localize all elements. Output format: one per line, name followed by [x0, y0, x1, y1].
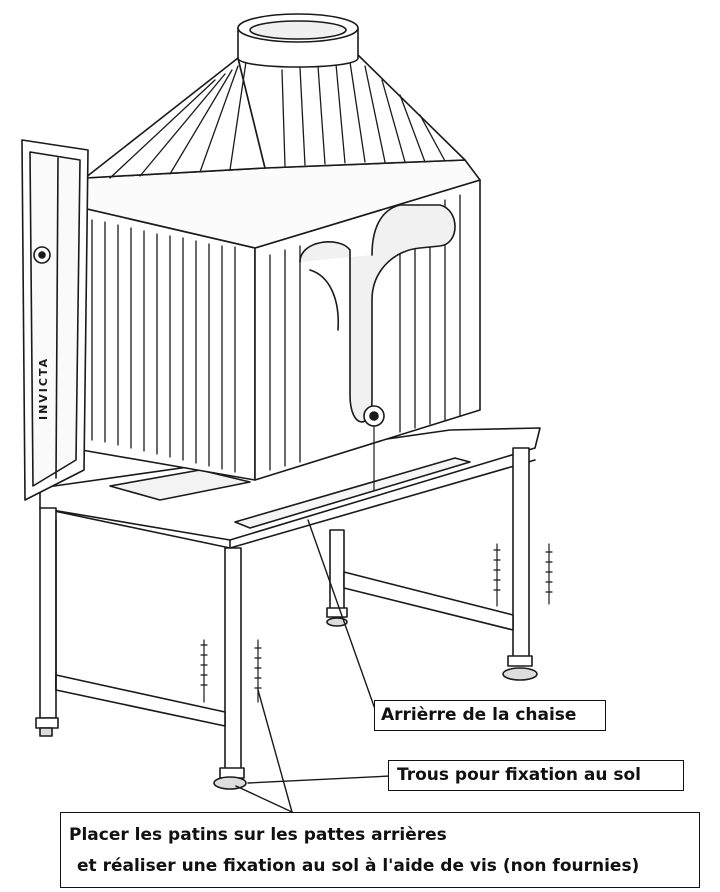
ribs-left — [91, 219, 236, 473]
door-frame: INVICTA — [21, 139, 89, 501]
fireplace-body — [69, 159, 481, 491]
callout-instructions: Placer les patins sur les pattes arrière… — [60, 812, 700, 888]
body-left-side — [69, 204, 256, 481]
floor-pad-front — [213, 776, 247, 790]
floor-pad-back — [502, 667, 538, 681]
damper-knob — [363, 405, 385, 427]
stand-platform-opening — [109, 469, 251, 501]
leg-back-middle — [329, 529, 345, 611]
flue-collar — [237, 13, 359, 68]
leg-front-right — [224, 547, 242, 771]
ribs-right — [269, 194, 461, 471]
hood — [84, 13, 466, 179]
instruction-line-2: et réaliser une fixation au sol à l'aide… — [77, 856, 640, 876]
crossbar-back — [343, 571, 514, 631]
door-brand-text: INVICTA — [37, 357, 50, 420]
leader-pads-front — [235, 785, 293, 813]
callout-floor-holes-text: Trous pour fixation au sol — [397, 765, 641, 785]
stand-chair — [35, 427, 553, 790]
leader-lines — [235, 519, 391, 813]
callout-chair-back: Arrièrre de la chaise — [374, 700, 606, 731]
callout-chair-back-text: Arrièrre de la chaise — [381, 705, 577, 725]
leg-back-right — [512, 447, 530, 659]
rear-duct — [299, 204, 456, 423]
callout-floor-holes: Trous pour fixation au sol — [388, 760, 684, 791]
leader-chair-back — [307, 519, 377, 713]
instruction-line-1: Placer les patins sur les pattes arrière… — [69, 825, 447, 845]
leg-front-left — [39, 507, 57, 719]
leader-floor-holes — [247, 775, 391, 784]
crossbar-left — [55, 674, 226, 727]
leader-pads-back — [257, 689, 293, 813]
